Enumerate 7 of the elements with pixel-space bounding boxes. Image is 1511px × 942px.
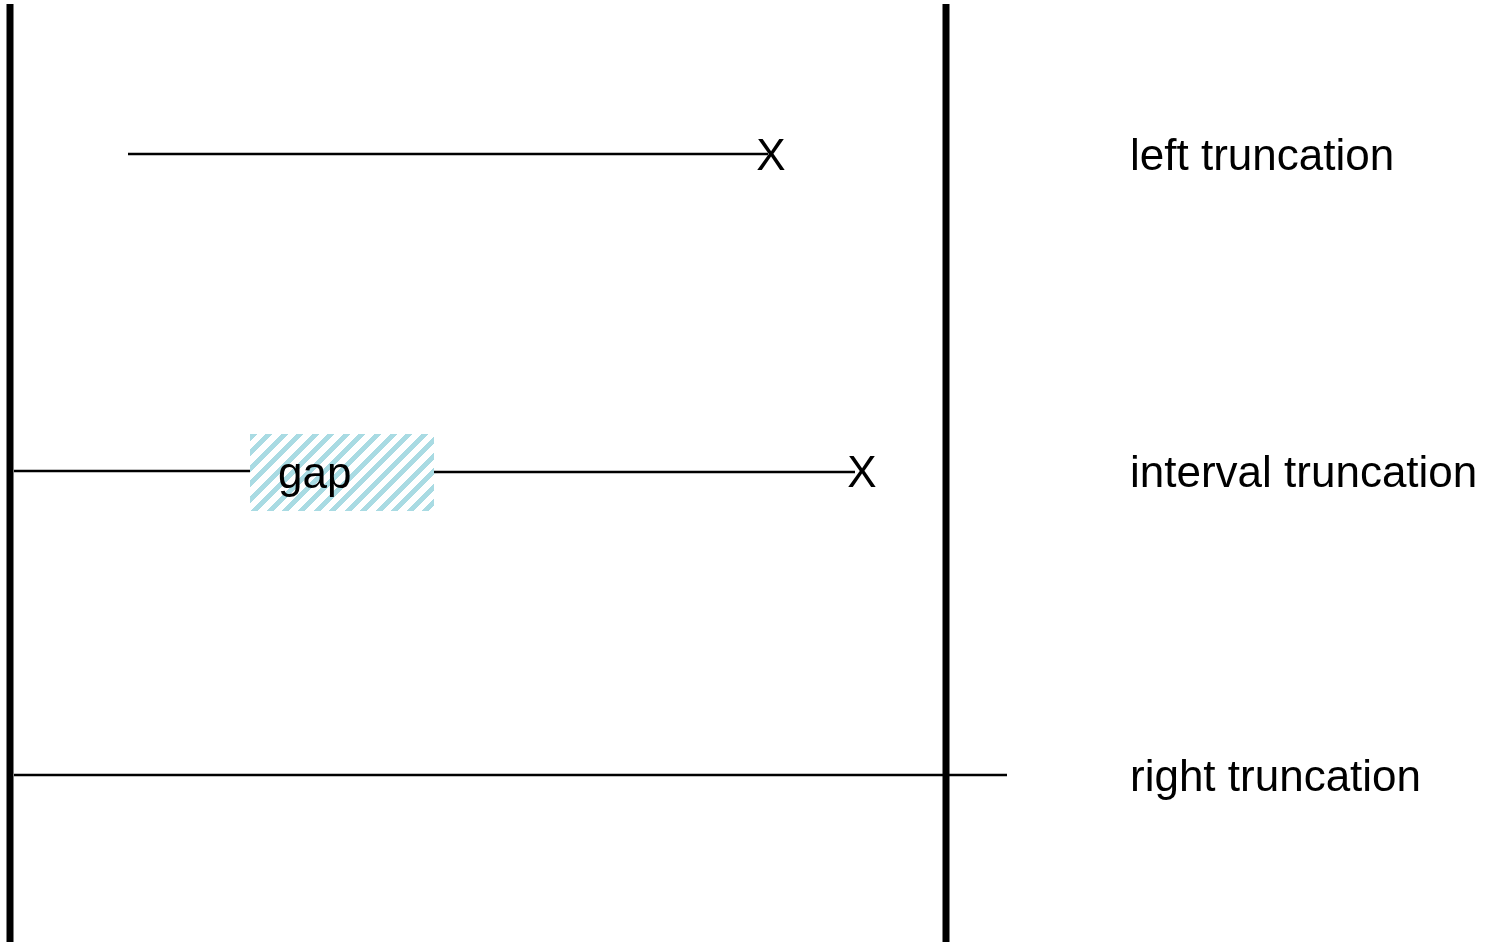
row-label: left truncation [1130, 130, 1395, 180]
gap-box [250, 434, 434, 511]
row-label: interval truncation [1130, 447, 1478, 497]
gap-label: gap [278, 447, 352, 498]
event-mark: X [847, 447, 877, 497]
event-mark: X [756, 130, 786, 180]
row-label: right truncation [1130, 751, 1422, 801]
